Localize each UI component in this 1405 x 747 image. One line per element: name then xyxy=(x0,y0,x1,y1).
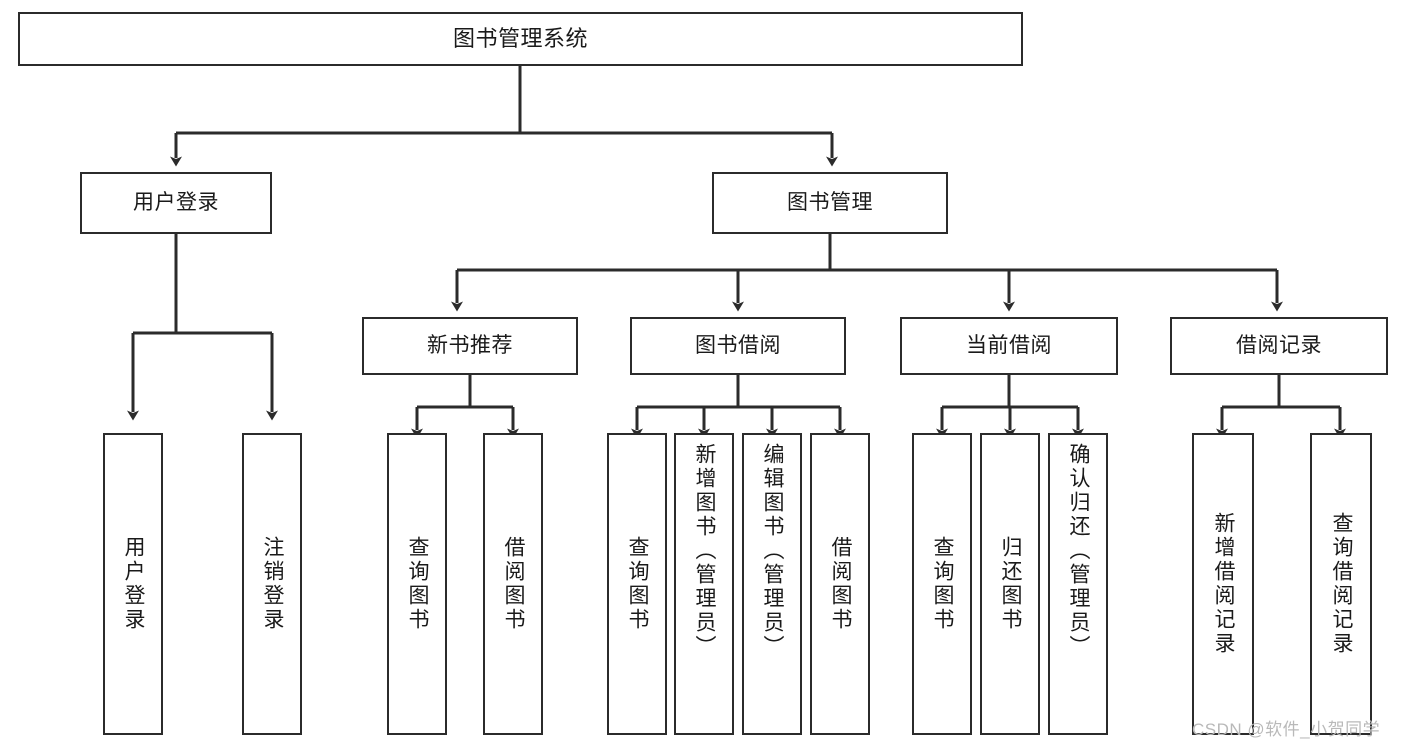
node-current-borrow[interactable]: 当前借阅 xyxy=(900,317,1118,375)
leaf-borrow-record-add-record[interactable]: 新增借阅记录 xyxy=(1192,433,1254,735)
node-label: 图书管理系统 xyxy=(452,26,588,52)
node-label: 查询图书 xyxy=(406,536,430,632)
leaf-borrow-record-query-record[interactable]: 查询借阅记录 xyxy=(1310,433,1372,735)
node-label: 查询图书 xyxy=(931,536,955,632)
node-user-login[interactable]: 用户登录 xyxy=(80,172,272,234)
node-label: 确认归还（管理员） xyxy=(1067,443,1091,659)
leaf-current-borrow-confirm-return[interactable]: 确认归还（管理员） xyxy=(1048,433,1108,735)
leaf-book-borrow-edit-book[interactable]: 编辑图书（管理员） xyxy=(742,433,802,735)
node-new-book-recommend[interactable]: 新书推荐 xyxy=(362,317,578,375)
node-label: 注销登录 xyxy=(261,536,285,632)
leaf-user-login-signout[interactable]: 注销登录 xyxy=(242,433,302,735)
node-label: 借阅记录 xyxy=(1236,333,1322,357)
leaf-current-borrow-return-book[interactable]: 归还图书 xyxy=(980,433,1040,735)
node-label: 当前借阅 xyxy=(966,333,1052,357)
node-label: 用户登录 xyxy=(122,536,146,632)
node-label: 查询图书 xyxy=(626,536,650,632)
leaf-book-borrow-add-book[interactable]: 新增图书（管理员） xyxy=(674,433,734,735)
node-book-borrow[interactable]: 图书借阅 xyxy=(630,317,846,375)
node-book-management[interactable]: 图书管理 xyxy=(712,172,948,234)
leaf-book-borrow-query-book[interactable]: 查询图书 xyxy=(607,433,667,735)
csdn-watermark: CSDN @软件_小贺同学 xyxy=(1192,720,1381,739)
node-label: 借阅图书 xyxy=(502,536,526,632)
node-label: 用户登录 xyxy=(133,190,219,214)
node-root-system[interactable]: 图书管理系统 xyxy=(18,12,1023,66)
leaf-new-book-query-book[interactable]: 查询图书 xyxy=(387,433,447,735)
leaf-user-login-signin[interactable]: 用户登录 xyxy=(103,433,163,735)
node-label: 新增借阅记录 xyxy=(1212,512,1236,656)
leaf-new-book-borrow-book[interactable]: 借阅图书 xyxy=(483,433,543,735)
node-label: 新增图书（管理员） xyxy=(693,443,717,659)
node-label: 新书推荐 xyxy=(427,333,513,357)
leaf-book-borrow-borrow-book[interactable]: 借阅图书 xyxy=(810,433,870,735)
node-label: 图书借阅 xyxy=(695,333,781,357)
node-label: 查询借阅记录 xyxy=(1330,512,1354,656)
leaf-current-borrow-query-book[interactable]: 查询图书 xyxy=(912,433,972,735)
node-label: 图书管理 xyxy=(787,190,873,214)
node-borrow-record[interactable]: 借阅记录 xyxy=(1170,317,1388,375)
node-label: 借阅图书 xyxy=(829,536,853,632)
node-label: 归还图书 xyxy=(999,536,1023,632)
node-label: 编辑图书（管理员） xyxy=(761,443,785,659)
